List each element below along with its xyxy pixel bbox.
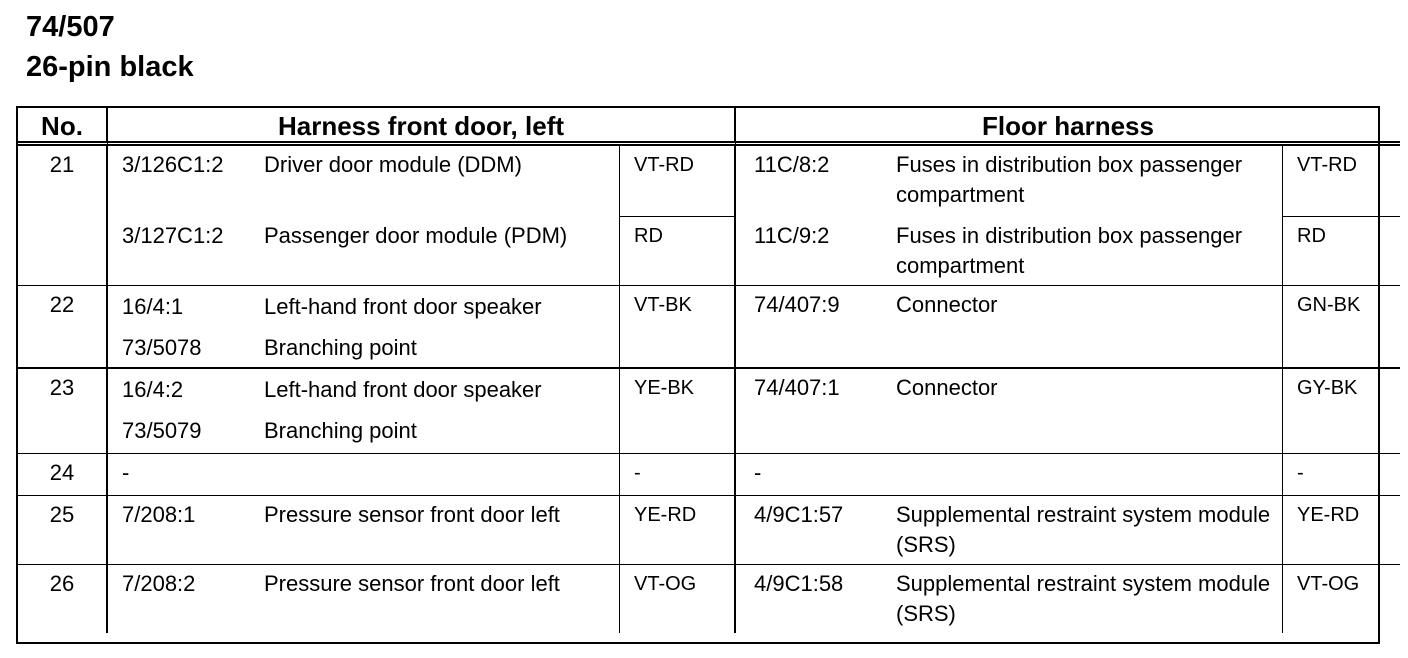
- table-row: 4/9C1:57 Supplemental restraint system m…: [736, 496, 1282, 565]
- left-desc: Left-hand front door speaker: [264, 294, 542, 319]
- table-row: 16/4:1 Left-hand front door speaker 73/50…: [108, 286, 620, 369]
- left-ref: 7/208:2: [122, 571, 196, 596]
- right-ref: 11C/9:2: [754, 223, 830, 248]
- right-ref: 4/9C1:58: [754, 571, 844, 596]
- left-desc: Branching point: [264, 418, 417, 443]
- right-wire-color: GY-BK: [1282, 369, 1400, 454]
- left-desc: Pressure sensor front door left: [264, 502, 560, 527]
- right-wire-color: VT-OG: [1282, 565, 1400, 633]
- pin-number: 26: [18, 565, 108, 633]
- pin-number: 21: [18, 146, 108, 286]
- right-wire-color: YE-RD: [1282, 496, 1400, 565]
- table-row: 74/407:9 Connector: [736, 286, 1282, 369]
- table-row: 3/127C1:2 Passenger door module (PDM): [108, 217, 620, 286]
- right-desc: Supplemental restraint system module (SR…: [896, 502, 1271, 557]
- right-wire-color: GN-BK: [1282, 286, 1400, 369]
- table-row: 7/208:1 Pressure sensor front door left: [108, 496, 620, 565]
- table-row: 3/126C1:2 Driver door module (DDM): [108, 146, 620, 217]
- left-desc: Driver door module (DDM): [264, 152, 522, 177]
- left-ref: 16/4:1: [122, 294, 184, 319]
- table-row: 11C/9:2 Fuses in distribution box passen…: [736, 217, 1282, 286]
- right-ref: 74/407:1: [754, 375, 840, 400]
- left-wire-color: VT-BK: [620, 286, 736, 369]
- right-wire-color: VT-RD: [1282, 146, 1400, 217]
- left-wire-color: -: [620, 454, 736, 496]
- right-wire-color: RD: [1282, 217, 1400, 286]
- left-ref: 16/4:2: [122, 377, 184, 402]
- left-ref: 3/127C1:2: [122, 223, 224, 248]
- table-row: 74/407:1 Connector: [736, 369, 1282, 454]
- table-row: 16/4:2 Left-hand front door speaker 73/50…: [108, 369, 620, 454]
- left-desc: Passenger door module (PDM): [264, 223, 568, 248]
- right-desc: Connector: [896, 292, 998, 317]
- connector-description: 26-pin black: [26, 51, 194, 83]
- pin-number: 24: [18, 454, 108, 496]
- left-ref: 7/208:1: [122, 502, 196, 527]
- left-wire-color: VT-RD: [620, 146, 736, 217]
- header-no: No.: [18, 108, 108, 146]
- left-desc: Branching point: [264, 335, 417, 360]
- right-desc: Connector: [896, 375, 998, 400]
- left-wire-color: YE-RD: [620, 496, 736, 565]
- right-desc: Fuses in distribution box passenger comp…: [896, 152, 1243, 207]
- header-floor-harness: Floor harness: [736, 108, 1400, 146]
- left-wire-color: RD: [620, 217, 736, 286]
- left-desc: Left-hand front door speaker: [264, 377, 542, 402]
- right-ref: 74/407:9: [754, 292, 840, 317]
- left-wire-color: YE-BK: [620, 369, 736, 454]
- table-row: 4/9C1:58 Supplemental restraint system m…: [736, 565, 1282, 633]
- right-wire-color: -: [1282, 454, 1400, 496]
- left-ref: 3/126C1:2: [122, 152, 224, 177]
- header-harness-front-door-left: Harness front door, left: [108, 108, 736, 146]
- pin-number: 23: [18, 369, 108, 454]
- pin-assignment-table: No. Harness front door, left Floor harne…: [16, 106, 1400, 644]
- left-ref: -: [108, 454, 620, 496]
- pin-number: 25: [18, 496, 108, 565]
- right-ref: 11C/8:2: [754, 152, 830, 177]
- left-ref: 73/5078: [122, 335, 202, 360]
- pin-number: 22: [18, 286, 108, 369]
- left-ref: 73/5079: [122, 418, 202, 443]
- right-desc: Supplemental restraint system module (SR…: [896, 571, 1271, 626]
- table-row: 7/208:2 Pressure sensor front door left: [108, 565, 620, 633]
- right-ref: 4/9C1:57: [754, 502, 844, 527]
- left-wire-color: VT-OG: [620, 565, 736, 633]
- table-row: 11C/8:2 Fuses in distribution box passen…: [736, 146, 1282, 217]
- right-desc: Fuses in distribution box passenger comp…: [896, 223, 1243, 278]
- right-ref: -: [736, 454, 1282, 496]
- left-desc: Pressure sensor front door left: [264, 571, 560, 596]
- connector-id: 74/507: [26, 11, 115, 43]
